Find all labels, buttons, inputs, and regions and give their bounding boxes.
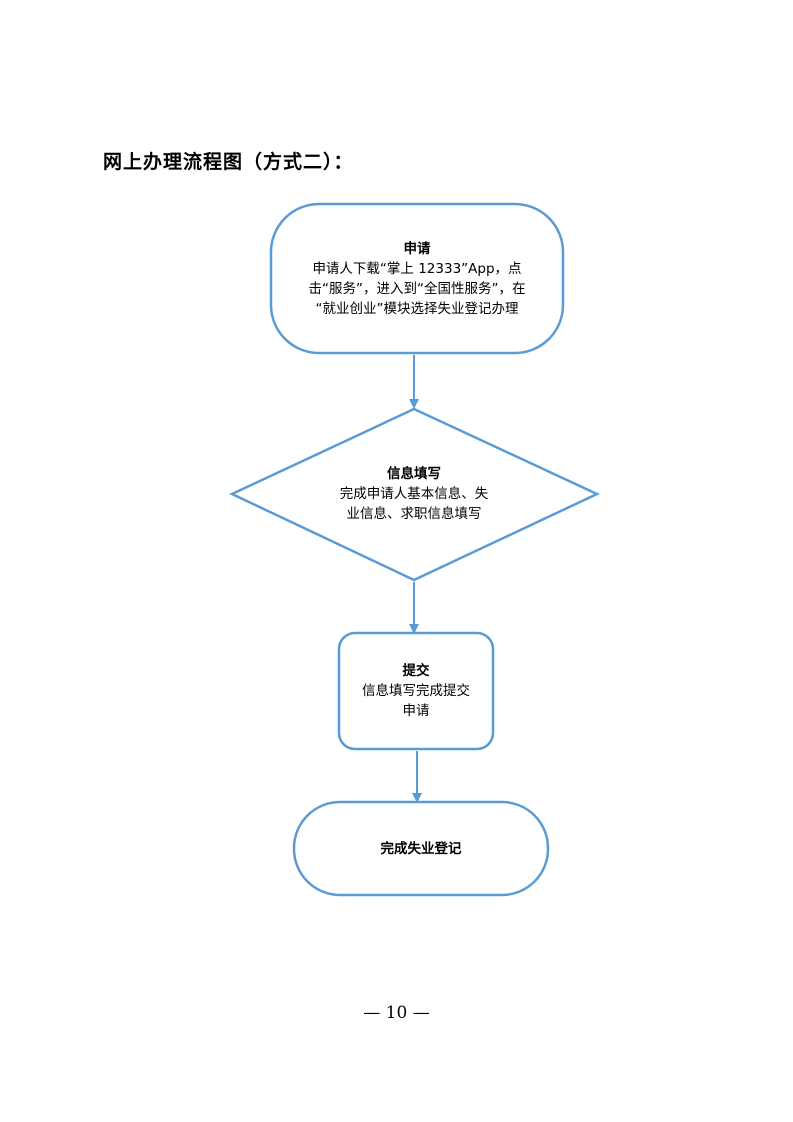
step-apply-line-1: 申请人下载“掌上 12333”App，点 — [312, 260, 522, 277]
step-complete-shape — [292, 800, 550, 897]
step-submit: 提交 信息填写完成提交 申请 — [339, 633, 493, 749]
step-submit-title: 提交 — [402, 663, 430, 679]
page-number: — 10 — — [363, 1003, 430, 1023]
step-submit-shape — [337, 631, 495, 751]
step-fill-info-title: 信息填写 — [387, 466, 441, 482]
step-submit-line-1: 信息填写完成提交 — [362, 683, 470, 699]
step-fill-info-line-1: 完成申请人基本信息、失 — [339, 486, 489, 502]
step-complete-title: 完成失业登记 — [380, 840, 462, 857]
step-fill-info-shape — [229, 407, 600, 582]
step-submit-line-2: 申请 — [402, 703, 430, 719]
step-apply-line-3: “就业创业”模块选择失业登记办理 — [315, 300, 519, 317]
page-heading: 网上办理流程图（方式二）： — [103, 151, 354, 173]
step-apply-line-2: 击“服务”，进入到“全国性服务”，在 — [308, 280, 526, 297]
step-fill-info: 信息填写 完成申请人基本信息、失 业信息、求职信息填写 — [314, 452, 514, 536]
step-apply-shape — [269, 202, 565, 355]
step-apply-title: 申请 — [403, 240, 431, 257]
step-apply: 申请 申请人下载“掌上 12333”App，点 击“服务”，进入到“全国性服务”… — [271, 204, 563, 353]
step-complete: 完成失业登记 — [294, 802, 548, 895]
step-fill-info-line-2: 业信息、求职信息填写 — [346, 506, 482, 522]
